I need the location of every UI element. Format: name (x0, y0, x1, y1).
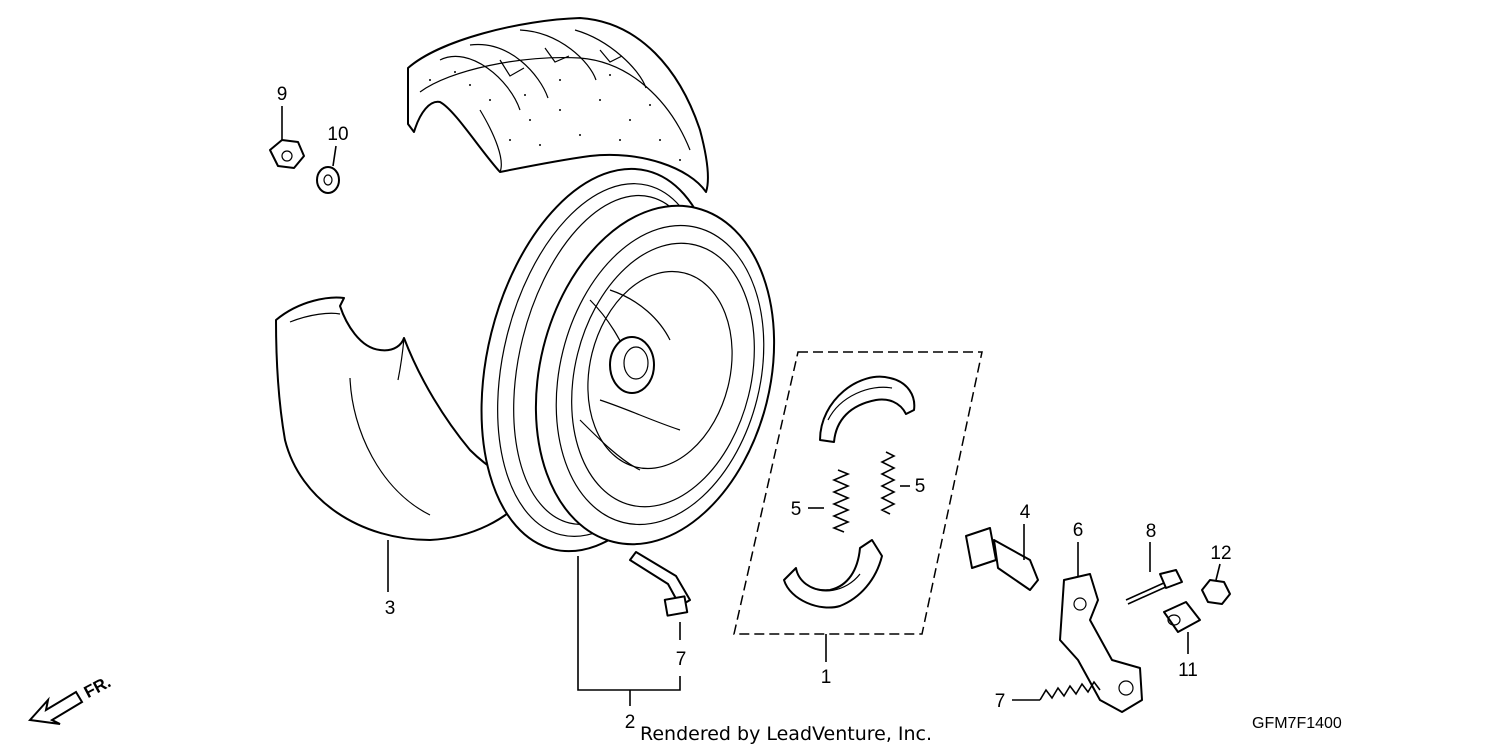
brake-shoe-lower[interactable] (783, 539, 883, 609)
callout-6: 6 (1073, 520, 1084, 541)
callout-4: 4 (1020, 502, 1031, 523)
figure-code: GFM7F1400 (1252, 715, 1342, 732)
callout-2: 2 (625, 712, 636, 733)
leader-lines (281, 106, 1221, 706)
callout-5-left: 5 (791, 499, 802, 520)
callout-12: 11 (1178, 660, 1198, 681)
brake-shoe-group-frame (733, 351, 983, 635)
callout-5-right: 5 (915, 476, 926, 497)
bolt-4[interactable] (965, 527, 1039, 591)
nut-13[interactable] (1201, 579, 1231, 605)
nut-10[interactable] (269, 139, 305, 169)
callout-13: 12 (1210, 543, 1231, 564)
tread-texture (429, 71, 681, 161)
bolt-9[interactable] (1125, 569, 1183, 605)
callout-10: 9 (277, 84, 288, 105)
front-arrow-icon: FR. (27, 672, 114, 725)
brake-spring-left[interactable] (831, 469, 851, 533)
brake-arm-6[interactable] (1059, 573, 1143, 713)
callout-3: 3 (385, 598, 396, 619)
washer-11[interactable] (316, 166, 340, 194)
brake-spring-right[interactable] (880, 451, 896, 515)
spring-7[interactable] (1039, 680, 1101, 701)
tire-valve[interactable] (629, 551, 691, 617)
wheel-rim[interactable] (444, 144, 808, 577)
callout-9: 8 (1146, 521, 1157, 542)
callout-8: 7 (676, 649, 687, 670)
callout-1: 1 (821, 667, 832, 688)
pin-12[interactable] (1163, 601, 1201, 633)
credit-text: Rendered by LeadVenture, Inc. (640, 723, 932, 745)
callout-11: 10 (327, 124, 348, 145)
tire-upper[interactable] (407, 17, 709, 193)
brake-shoe-upper[interactable] (819, 375, 916, 443)
callout-7: 7 (995, 691, 1006, 712)
front-label: FR. (81, 672, 114, 702)
